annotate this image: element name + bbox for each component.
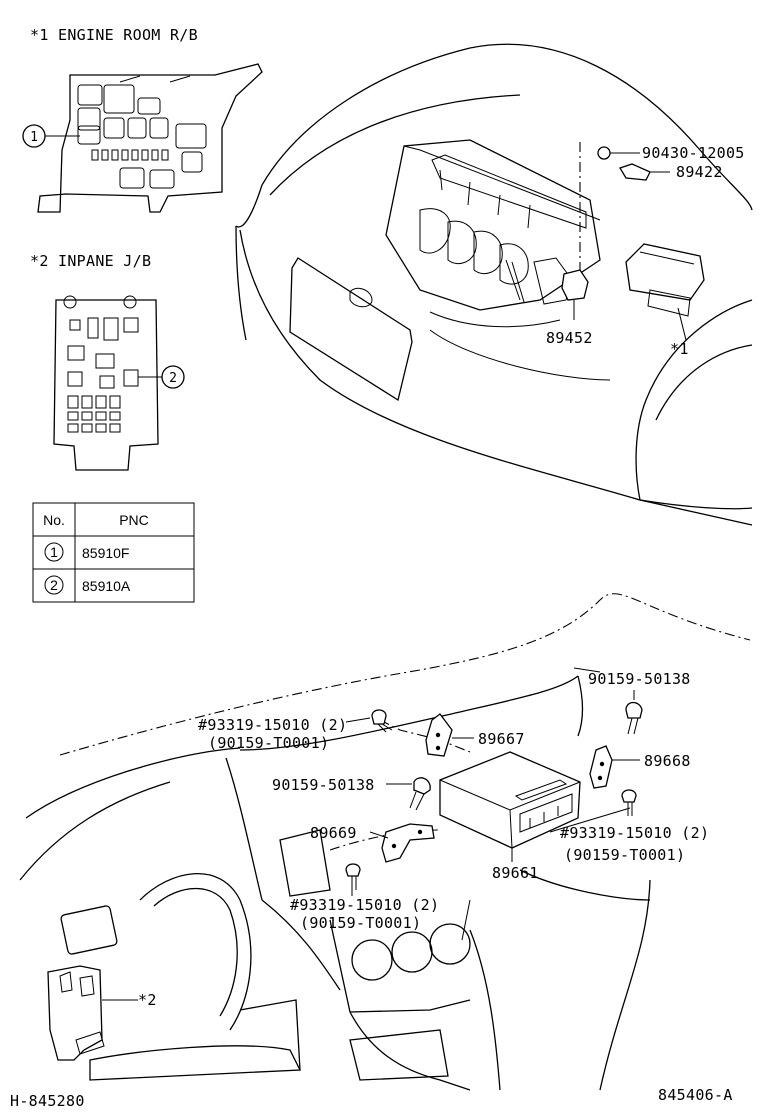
label-89452: 89452	[546, 329, 593, 347]
screw-93319-bottom	[345, 863, 361, 890]
figure-code-left: H-845280	[10, 1092, 85, 1110]
bolt-90159-mid	[409, 777, 431, 811]
callout-1-engine-room: 1	[22, 124, 80, 148]
label-90159-50138-mid: 90159-50138	[272, 776, 375, 794]
dashboard-illustration	[19, 593, 751, 1091]
sensor-89422	[619, 163, 670, 181]
table-row-2-no: 2	[50, 577, 58, 593]
label-89422: 89422	[676, 163, 723, 181]
label-93319-15010-bottom: #93319-15010 (2)	[290, 896, 439, 914]
leader-lines-dashboard	[345, 667, 640, 896]
table-row-1-pnc: 85910F	[82, 545, 129, 561]
ecu-89661	[439, 751, 581, 849]
pnc-table: No. PNC 1 85910F 2 85910A	[32, 502, 195, 603]
label-89667: 89667	[478, 730, 525, 748]
table-header-pnc: PNC	[119, 512, 149, 528]
ref-star-1: *1	[670, 340, 689, 358]
label-93319-15010-left: #93319-15010 (2)	[198, 716, 347, 734]
callout-2-inpane: 2	[138, 365, 185, 389]
bolt-90159-top	[625, 701, 643, 735]
washer-90430	[597, 146, 640, 160]
engine-bay-illustration	[235, 43, 753, 526]
label-90159-T0001-bottom: (90159-T0001)	[300, 914, 421, 932]
label-89668: 89668	[644, 752, 691, 770]
table-header-no: No.	[43, 512, 65, 528]
inpane-junction-block	[53, 295, 159, 471]
screw-93319-left	[371, 709, 393, 733]
table-row-2-pnc: 85910A	[82, 578, 131, 594]
bracket-89669	[381, 823, 435, 863]
label-90159-50138-top: 90159-50138	[588, 670, 691, 688]
bracket-89667	[425, 713, 453, 757]
inpane-jb-note: *2 INPANE J/B	[30, 252, 151, 270]
svg-text:2: 2	[169, 371, 177, 386]
engine-room-relay-block	[37, 63, 263, 213]
screw-93319-right	[621, 789, 637, 816]
figure-code-right: 845406-A	[658, 1086, 733, 1104]
bracket-89668	[589, 745, 613, 789]
leader-ref1	[677, 307, 687, 341]
label-89669: 89669	[310, 824, 357, 842]
label-90159-T0001-right: (90159-T0001)	[564, 846, 685, 864]
label-89661: 89661	[492, 864, 539, 882]
ref-star-2: *2	[138, 991, 157, 1009]
svg-text:1: 1	[30, 130, 38, 145]
engine-room-rb-note: *1 ENGINE ROOM R/B	[30, 26, 198, 44]
table-row-1-no: 1	[50, 544, 58, 560]
label-93319-15010-right: #93319-15010 (2)	[560, 824, 709, 842]
label-90430-12005: 90430-12005	[642, 144, 745, 162]
label-90159-T0001-left: (90159-T0001)	[208, 734, 329, 752]
